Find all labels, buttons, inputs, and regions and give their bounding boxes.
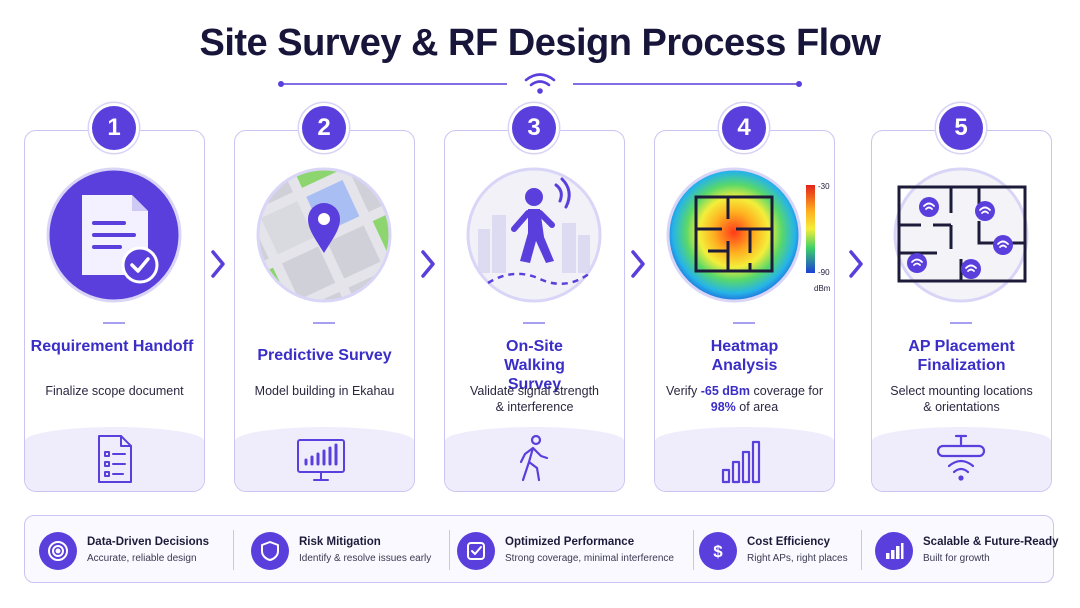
coverage-threshold-value: -65 dBm bbox=[700, 384, 751, 398]
growth-chart-icon bbox=[875, 532, 913, 570]
divider-dash bbox=[523, 322, 545, 324]
benefit-title: Data-Driven Decisions bbox=[87, 536, 210, 548]
benefit-separator bbox=[861, 530, 862, 570]
chevron-right-icon bbox=[631, 250, 645, 278]
divider-dash bbox=[733, 322, 755, 324]
benefit-optimized-performance: Optimized Performance Strong coverage, m… bbox=[443, 516, 683, 584]
monitor-chart-icon bbox=[296, 432, 346, 486]
step-title: On-Site Walking Survey bbox=[504, 338, 565, 393]
checkbox-icon bbox=[457, 532, 495, 570]
benefit-title: Scalable & Future-Ready bbox=[923, 536, 1059, 548]
svg-text:$: $ bbox=[713, 542, 723, 561]
step-description: Model building in Ekahau bbox=[254, 384, 395, 398]
legend-top-label: -30 bbox=[818, 182, 830, 191]
document-check-icon bbox=[34, 163, 194, 303]
card-footer bbox=[25, 427, 204, 491]
walking-person-icon bbox=[509, 432, 559, 486]
page-title: Site Survey & RF Design Process Flow bbox=[199, 22, 882, 64]
shield-icon bbox=[251, 532, 289, 570]
benefit-cost-efficiency: $ Cost Efficiency Right APs, right place… bbox=[685, 516, 861, 584]
dollar-icon: $ bbox=[699, 532, 737, 570]
legend-unit-label: dBm bbox=[814, 284, 831, 293]
heatmap-icon bbox=[662, 163, 822, 303]
benefit-description: Strong coverage, minimal interference bbox=[505, 553, 674, 564]
step-description: Finalize scope document bbox=[45, 384, 184, 398]
step-title: Heatmap Analysis bbox=[710, 338, 779, 374]
benefit-title: Optimized Performance bbox=[505, 536, 635, 548]
coverage-percent-value: 98% bbox=[710, 400, 736, 414]
step-number-badge: 3 bbox=[512, 106, 556, 150]
checklist-icon bbox=[89, 432, 139, 486]
title-divider-wifi-icon bbox=[278, 73, 802, 94]
step-description: Verify -65 dBm coverage for 98% of area bbox=[665, 384, 824, 414]
legend-bottom-label: -90 bbox=[818, 268, 830, 277]
chevron-right-icon bbox=[849, 250, 863, 278]
benefits-bar: Data-Driven Decisions Accurate, reliable… bbox=[24, 515, 1058, 584]
chevron-right-icon bbox=[421, 250, 435, 278]
target-icon bbox=[39, 532, 77, 570]
divider-dash bbox=[103, 322, 125, 324]
chevron-right-icon bbox=[211, 250, 225, 278]
divider-dash bbox=[313, 322, 335, 324]
benefit-description: Built for growth bbox=[923, 553, 990, 564]
step-description: Validate signal strength & interference bbox=[469, 384, 600, 414]
step-description: Select mounting locations & orientations bbox=[890, 384, 1033, 414]
step-title: Requirement Handoff bbox=[30, 338, 194, 355]
benefit-data-driven: Data-Driven Decisions Accurate, reliable… bbox=[25, 516, 231, 584]
step-title: Predictive Survey bbox=[257, 347, 392, 364]
step-number-badge: 4 bbox=[722, 106, 766, 150]
benefit-scalable: Scalable & Future-Ready Built for growth bbox=[861, 516, 1058, 584]
benefit-title: Cost Efficiency bbox=[747, 536, 831, 548]
step-number-badge: 5 bbox=[939, 106, 983, 150]
divider-dash bbox=[950, 322, 972, 324]
benefit-description: Accurate, reliable design bbox=[87, 553, 197, 564]
benefit-risk-mitigation: Risk Mitigation Identify & resolve issue… bbox=[237, 516, 443, 584]
map-pin-icon bbox=[244, 163, 404, 303]
access-point-icon bbox=[936, 432, 986, 486]
walking-person-wifi-icon bbox=[454, 163, 614, 303]
bar-chart-icon bbox=[719, 432, 769, 486]
benefit-separator bbox=[449, 530, 450, 570]
step-number-badge: 2 bbox=[302, 106, 346, 150]
floorplan-ap-icon bbox=[881, 163, 1041, 303]
step-title: AP Placement Finalization bbox=[908, 338, 1015, 374]
step-card-3 bbox=[444, 130, 625, 492]
benefit-separator bbox=[233, 530, 234, 570]
benefit-separator bbox=[693, 530, 694, 570]
benefit-title: Risk Mitigation bbox=[299, 536, 381, 548]
card-footer bbox=[655, 427, 834, 491]
benefit-description: Identify & resolve issues early bbox=[299, 553, 432, 564]
card-footer bbox=[445, 427, 624, 491]
benefit-description: Right APs, right places bbox=[747, 553, 848, 564]
step-number-badge: 1 bbox=[92, 106, 136, 150]
